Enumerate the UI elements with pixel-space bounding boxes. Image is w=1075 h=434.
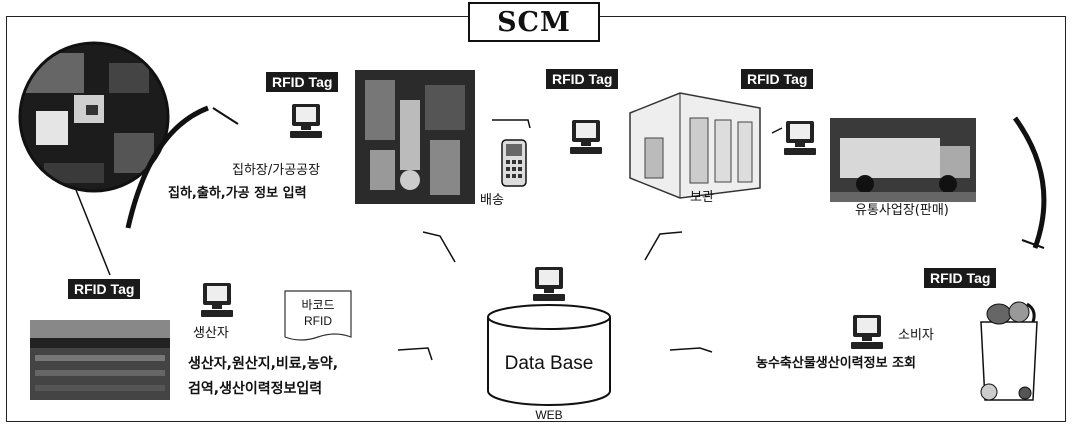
computer-icon bbox=[533, 267, 565, 301]
database-label: Data Base bbox=[504, 353, 594, 374]
distribution-label: 유통사업장(판매) bbox=[855, 203, 949, 218]
producer-title: 생산자 bbox=[193, 326, 229, 341]
computer-icon bbox=[851, 315, 883, 349]
rfid-tag-distribution: RFID Tag bbox=[741, 69, 814, 89]
delivery-label: 배송 bbox=[480, 193, 504, 208]
rfid-tag-delivery: RFID Tag bbox=[546, 69, 619, 89]
computer-icon bbox=[570, 120, 602, 154]
consumer-title: 소비자 bbox=[898, 328, 934, 343]
distribution-truck-photo bbox=[830, 118, 976, 202]
database-icon bbox=[487, 304, 611, 406]
handheld-reader-icon bbox=[501, 139, 527, 187]
producer-line1: 생산자,원산지,비료,농약, bbox=[188, 356, 339, 372]
rfid-closeup-photo bbox=[18, 41, 170, 193]
rfid-tag-farm: RFID Tag bbox=[68, 279, 141, 299]
document-icon bbox=[284, 290, 352, 341]
processing-title: 집하장/가공공장 bbox=[232, 163, 321, 178]
doc-label-barcode: 바코드 bbox=[301, 298, 335, 312]
producer-line2: 검역,생산이력정보입력 bbox=[188, 381, 323, 397]
warehouse-photo bbox=[629, 92, 761, 199]
scm-title: SCM bbox=[468, 2, 600, 42]
computer-icon bbox=[201, 283, 233, 317]
consumer-desc: 농수축산물생산이력정보 조회 bbox=[756, 356, 917, 371]
processing-desc: 집하,출하,가공 정보 입력 bbox=[168, 186, 307, 201]
storage-label: 보관 bbox=[690, 190, 714, 205]
doc-label-rfid: RFID bbox=[304, 314, 332, 328]
computer-icon bbox=[784, 121, 816, 155]
grocery-bag-icon bbox=[980, 301, 1038, 401]
processing-plant-photo bbox=[355, 70, 475, 204]
rfid-tag-processing: RFID Tag bbox=[266, 72, 339, 92]
rfid-tag-consumer: RFID Tag bbox=[924, 268, 997, 288]
web-label: WEB bbox=[535, 408, 563, 422]
computer-icon bbox=[290, 104, 322, 138]
farm-field-photo bbox=[30, 320, 170, 400]
